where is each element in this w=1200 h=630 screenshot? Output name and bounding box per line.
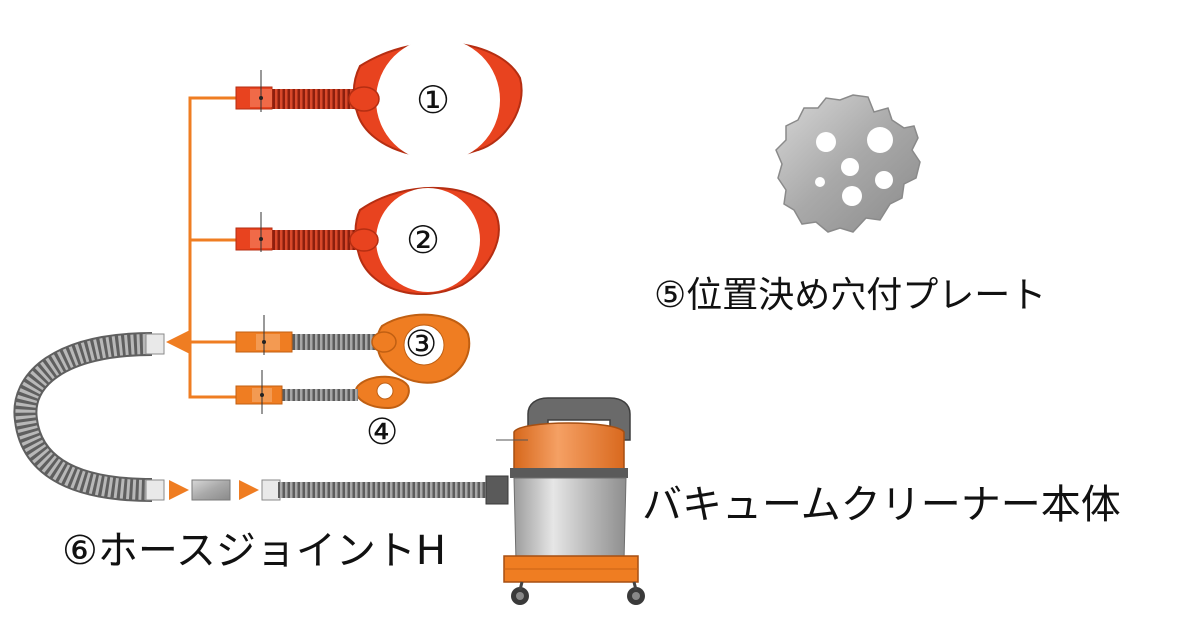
marker-1: ① (416, 78, 451, 122)
vacuum-label: バキュームクリーナー本体 (642, 482, 1121, 528)
positioning-plate (775, 94, 921, 233)
vacuum-hose (261, 475, 509, 505)
plate-label: ⑤位置決め穴付プレート (654, 275, 1047, 316)
flex-hose (13, 332, 165, 502)
marker-3: ③ (405, 324, 438, 365)
vacuum-cleaner (496, 397, 645, 605)
marker-2: ② (406, 218, 441, 262)
nozzle-1 (235, 38, 523, 162)
hose-joint (191, 479, 231, 501)
nozzle-2 (235, 186, 500, 295)
connector-bracket (166, 96, 236, 399)
marker-4: ④ (366, 412, 399, 453)
joint-label: ⑥ホースジョイントH (62, 528, 446, 574)
nozzle-4 (235, 370, 410, 414)
nozzle-3 (235, 313, 471, 384)
